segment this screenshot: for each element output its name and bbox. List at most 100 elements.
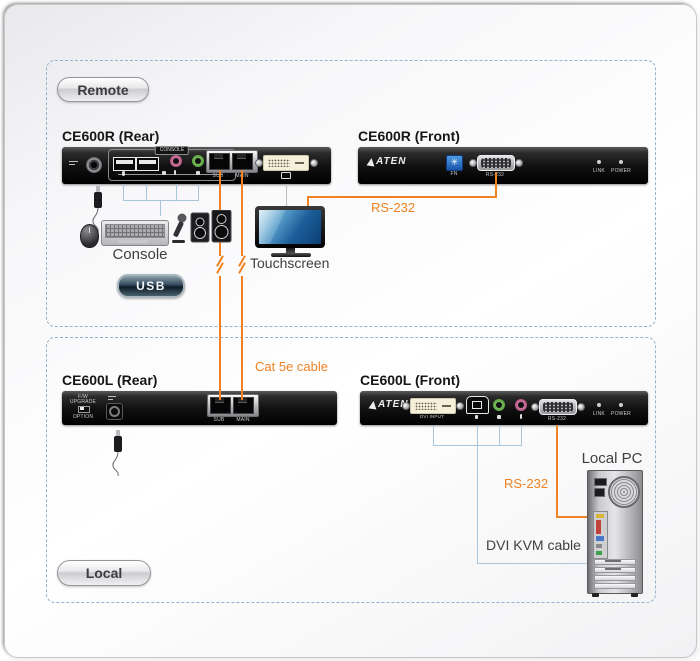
dc-power-jack: [86, 157, 102, 173]
db9-pins: [481, 158, 511, 168]
pc-port-blue: [596, 536, 604, 541]
local-section-box: [46, 337, 656, 603]
pc-slot-card: [605, 568, 621, 570]
rj45-main-port: [233, 397, 254, 414]
db9-screw: [515, 159, 523, 167]
pc-slot: [594, 567, 636, 573]
adjust-button-label: FN: [450, 171, 458, 177]
db9-screw: [531, 403, 539, 411]
power-plug-icon: [92, 186, 102, 232]
dvi-screw: [255, 159, 263, 167]
power-led-label: POWER: [611, 411, 631, 417]
rs232-cable-local: [556, 425, 558, 518]
rs232-db9-port: [539, 399, 577, 415]
fw-upgrade-label2: UPGRADE: [69, 399, 97, 405]
usb-a-port: [113, 157, 136, 171]
dvi-kvm-label: DVI KVM cable: [486, 537, 581, 553]
power-led: [619, 403, 623, 407]
rs232-cable-remote: [307, 196, 309, 207]
keyboard-keys: [105, 224, 165, 238]
db9-pins: [543, 402, 573, 412]
pc-fan: [608, 476, 640, 508]
remote-badge: Remote: [57, 77, 149, 102]
sub-port-label: SUB: [212, 173, 224, 179]
aten-logo-text: ATEN: [378, 399, 409, 410]
ce600r-front-panel: ATEN FN RS-232 LINK POWER: [358, 147, 648, 184]
console-cable: [123, 184, 124, 200]
ce600l-front-title: CE600L (Front): [360, 372, 461, 388]
rs232-port-label: RS-232: [547, 416, 567, 422]
rs232-local-label: RS-232: [504, 476, 549, 491]
dvi-kvm-cable: [499, 425, 500, 445]
ce600l-front-panel: ATEN DVI INPUT RS-232 LINK POWER: [360, 391, 648, 425]
video-adjust-icon: [446, 155, 463, 171]
fw-upgrade-label: F/W: [78, 394, 88, 400]
pc-power-inlet: [594, 488, 605, 497]
monitor-base: [271, 253, 311, 257]
usb-badge: USB: [117, 274, 185, 298]
pc-io-panel: [593, 511, 608, 559]
cat5e-label: Cat 5e cable: [255, 359, 328, 374]
rs232-port-label: RS-232: [470, 172, 520, 178]
pc-slot: [594, 583, 636, 589]
dvi-screw: [310, 159, 318, 167]
sub-port-label: SUB: [213, 417, 225, 423]
dvi-monitor-cable: [286, 184, 287, 207]
console-cable: [176, 184, 177, 200]
speaker-jack: [192, 155, 204, 167]
speakers-icon: [190, 210, 232, 243]
mouse-icon: [80, 224, 99, 248]
dvi-screw: [402, 402, 410, 410]
ce600r-front-title: CE600R (Front): [358, 128, 460, 144]
db9-screw: [469, 159, 477, 167]
pc-slot-card: [605, 560, 621, 562]
speaker-micro-icon: [497, 415, 501, 419]
local-pc-label: Local PC: [581, 450, 643, 467]
cat5e-cable-main: [241, 170, 243, 256]
pc-foot: [592, 593, 599, 597]
ce600l-rear-title: CE600L (Rear): [62, 372, 158, 388]
mouse-micro-icon: [122, 171, 125, 176]
rj45-sub-port: [210, 397, 231, 414]
microphone-icon: [172, 213, 187, 243]
link-led: [597, 403, 601, 407]
dvi-port: [410, 398, 456, 414]
rj45-main-port: [232, 153, 253, 170]
dc-label-icon: [69, 161, 78, 162]
pc-port-red: [596, 520, 601, 534]
mic-jack: [515, 399, 527, 411]
console-cable: [146, 184, 147, 200]
diagram-card: [4, 4, 697, 658]
link-led-label: LINK: [593, 168, 605, 174]
pc-port-green: [596, 551, 602, 555]
cat5e-cable-main: [241, 276, 243, 400]
dvi-pins: [415, 402, 437, 410]
rs232-remote-label: RS-232: [371, 200, 416, 215]
dvi-kvm-cable: [521, 425, 522, 445]
aten-logo-text: ATEN: [376, 156, 407, 167]
rs232-db9-port: [477, 155, 515, 171]
port-bracket-line: [118, 174, 222, 175]
dvi-port-label: DVI INPUT: [419, 414, 445, 419]
mic-micro-icon: [174, 170, 176, 175]
monitor-neck: [286, 248, 295, 253]
pc-slot: [594, 575, 636, 581]
option-label: OPTION: [72, 414, 94, 420]
power-led: [619, 160, 623, 164]
dc-power-jack: [106, 403, 123, 420]
monitor-micro-icon: [281, 172, 291, 179]
local-pc-tower: [587, 470, 643, 597]
ce600r-rear-title: CE600R (Rear): [62, 128, 160, 144]
pc-port-yellow: [596, 514, 604, 518]
speaker-micro-icon: [196, 171, 200, 175]
db9-screw: [577, 403, 585, 411]
keyboard-icon: [101, 220, 169, 246]
dc-label-icon: [69, 164, 75, 165]
remote-section-box: [46, 60, 656, 327]
touchscreen-monitor: [255, 206, 325, 248]
dvi-pins: [268, 159, 290, 167]
dvi-slot: [295, 162, 304, 164]
aten-logo-mark: [366, 156, 376, 167]
dvi-screw: [456, 402, 464, 410]
